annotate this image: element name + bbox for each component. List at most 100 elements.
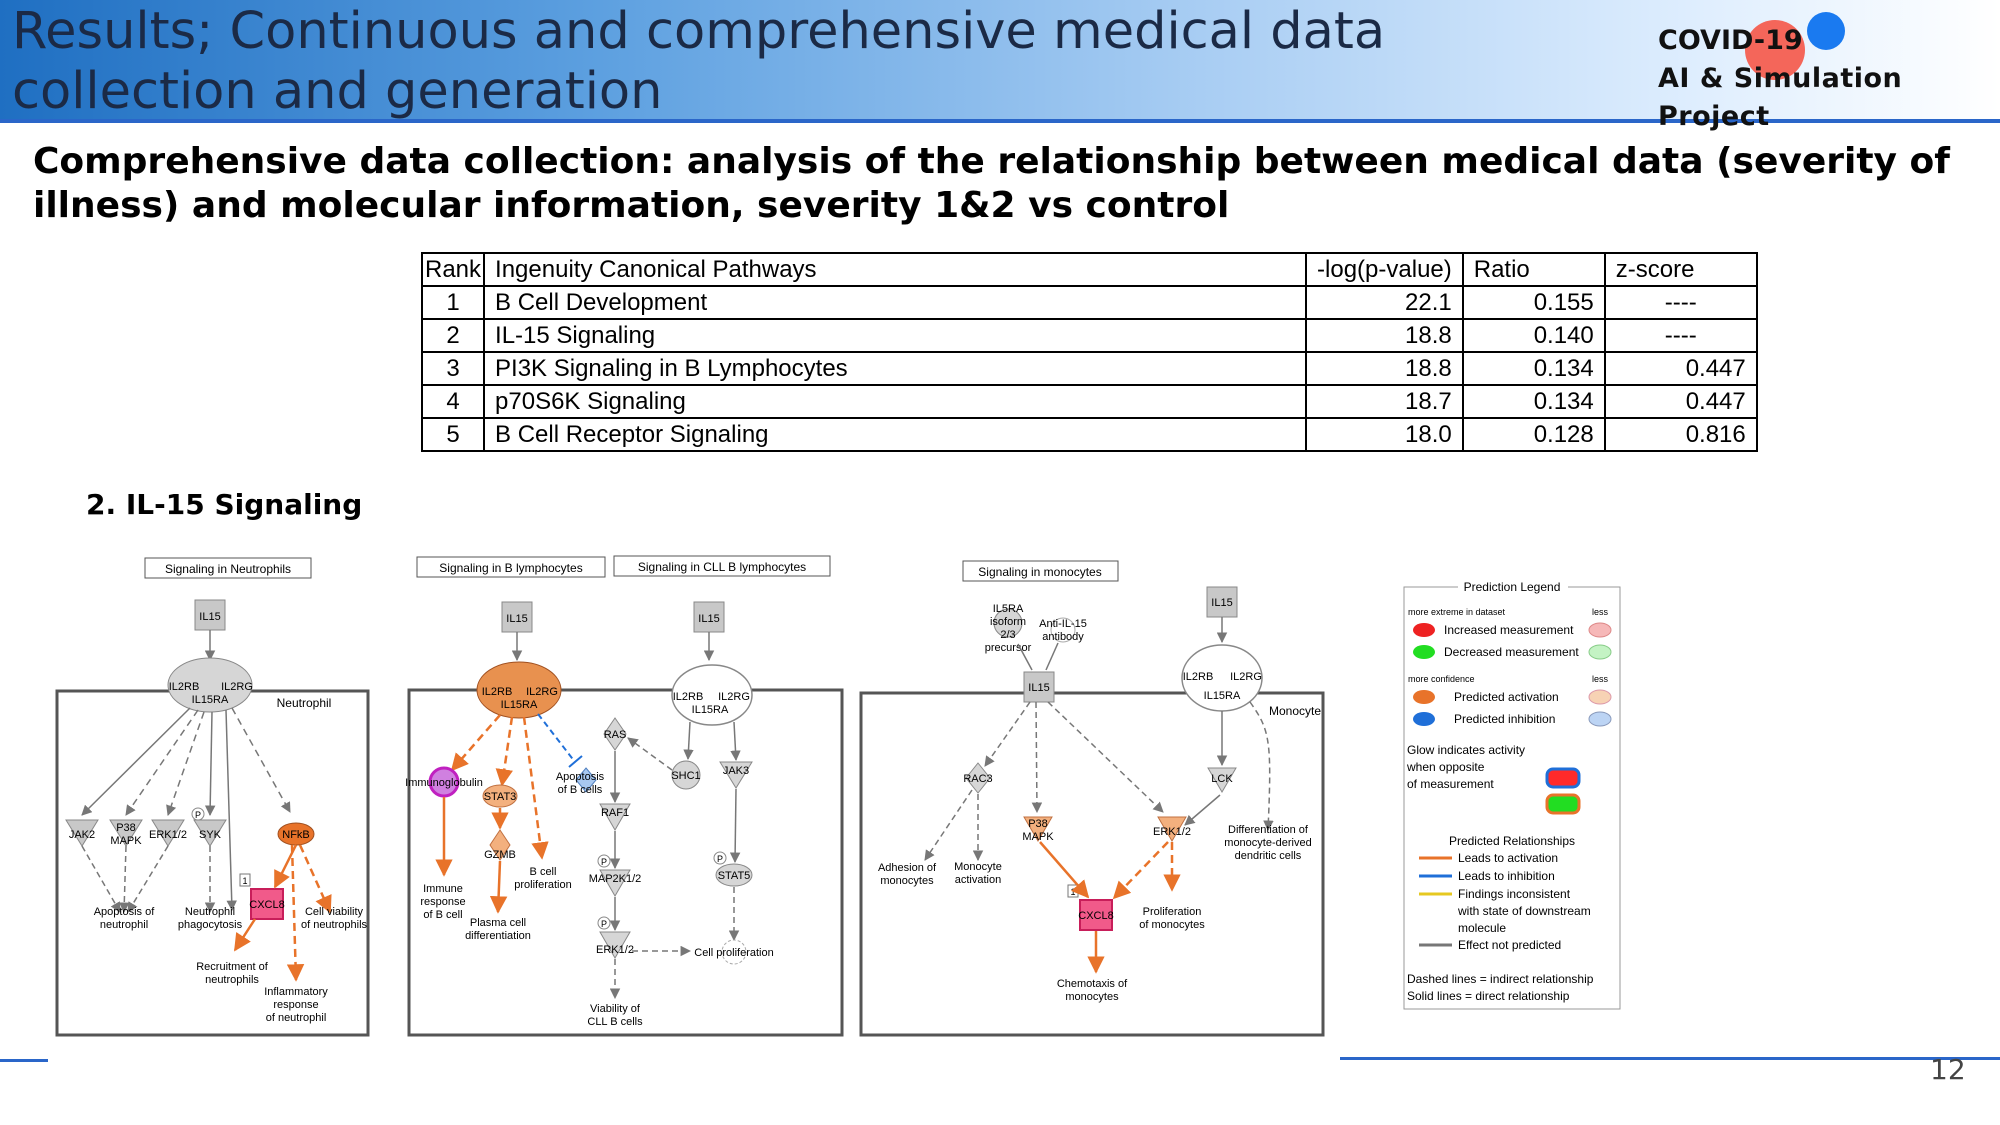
neutrophil-out-4a: Recruitment of — [196, 961, 268, 973]
legend-glow-2: when opposite — [1406, 760, 1485, 774]
node-gzmb: GZMB — [484, 849, 516, 861]
cell-rank: 2 — [420, 318, 486, 353]
neutrophil-receptor-b: IL2RG — [221, 681, 253, 693]
b-lymphocyte-diagram: Signaling in B lymphocytes Signaling in … — [405, 555, 844, 1037]
cell-logp: 18.8 — [1305, 351, 1464, 386]
node-p38: P38 — [116, 822, 136, 834]
neutrophil-receptor-node — [167, 657, 253, 713]
edge — [495, 716, 514, 787]
b-lymph-il15-node — [501, 601, 533, 633]
legend-less-1: less — [1592, 607, 1609, 617]
node-p-cll-1: P — [601, 857, 607, 867]
legend-findings-2: with state of downstream — [1457, 904, 1591, 918]
monocyte-il15b-text: IL15 — [1211, 597, 1232, 609]
monocyte-cell-box — [859, 691, 1325, 1037]
mono-out-1b: monocytes — [880, 875, 934, 887]
decreased-light-swatch — [1588, 644, 1612, 660]
edge — [683, 721, 694, 761]
inhibition-edge — [537, 713, 576, 763]
b-out-2b: proliferation — [514, 879, 571, 891]
p38-mono-node — [1023, 816, 1053, 842]
node-stat5: STAT5 — [718, 870, 751, 882]
node-mapk-mono: MAPK — [1022, 831, 1054, 843]
cell-pathway: PI3K Signaling in B Lymphocytes — [483, 351, 1308, 386]
edge — [984, 701, 1031, 767]
edge — [489, 860, 508, 914]
edge — [166, 711, 205, 816]
stat3-node — [482, 784, 518, 808]
monocyte-il15-node — [1023, 671, 1055, 703]
cell-zscore: ---- — [1603, 318, 1758, 353]
node-ras: RAS — [604, 729, 627, 741]
table-header-row: Rank Ingenuity Canonical Pathways -log(p… — [420, 252, 1758, 287]
table-row: 2 IL-15 Signaling 18.8 0.140 ---- — [420, 318, 1758, 353]
pathway-diagrams: Signaling in Neutrophils Neutrophil IL15… — [55, 555, 1621, 1037]
node-23: 2/3 — [1000, 629, 1015, 641]
neutrophil-out-1b: neutrophil — [100, 919, 148, 931]
apoptosis-b-node — [575, 767, 597, 793]
node-syk: SYK — [199, 829, 222, 841]
jak3-node — [719, 761, 753, 789]
neutrophil-diagram: Signaling in Neutrophils Neutrophil IL15… — [55, 557, 370, 1037]
legend-relationships: Predicted Relationships — [1449, 834, 1575, 848]
b-lymph-cell-box — [407, 688, 844, 1037]
node-mapk: MAPK — [110, 835, 142, 847]
node-count: 1 — [242, 876, 247, 886]
increased-swatch — [1413, 623, 1435, 637]
cell-zscore: ---- — [1603, 285, 1758, 320]
legend-less-2: less — [1592, 674, 1609, 684]
increased-light-swatch — [1588, 622, 1612, 638]
map2k-node — [599, 869, 631, 898]
edge — [119, 845, 130, 914]
neutrophil-out-5b: response — [273, 999, 318, 1011]
mono-out-2b: activation — [955, 874, 1001, 886]
edge — [1249, 701, 1274, 832]
slide-title: Results; Continuous and comprehensive me… — [12, 2, 1386, 121]
node-nfkb: NFkB — [282, 829, 310, 841]
neutrophil-label-box — [144, 557, 312, 579]
activation-light-swatch — [1588, 689, 1612, 705]
monocyte-label: Signaling in monocytes — [978, 565, 1101, 579]
ras-node — [603, 717, 627, 751]
cell-proliferation-node — [721, 939, 747, 965]
monocyte-receptor-a: IL2RB — [1183, 671, 1214, 683]
neutrophil-label: Signaling in Neutrophils — [165, 562, 291, 576]
node-map2k: MAP2K1/2 — [589, 873, 642, 885]
edge — [298, 844, 332, 914]
neutrophil-receptor-a: IL2RB — [169, 681, 200, 693]
glow-red-swatch — [1545, 767, 1581, 789]
phospho-marker — [191, 807, 205, 821]
node-lck: LCK — [1211, 773, 1233, 785]
b-lymph-receptor-b: IL2RG — [526, 686, 558, 698]
cll-out-1: Cell proliferation — [694, 947, 773, 959]
edge — [204, 711, 216, 817]
erk-cll-node — [599, 931, 631, 960]
node-stat3: STAT3 — [484, 791, 517, 803]
legend-more-extreme: more extreme in dataset — [1408, 607, 1506, 617]
immunoglobulin-node — [428, 766, 460, 798]
inhibition-swatch — [1413, 712, 1435, 726]
legend-pred-activation: Predicted activation — [1454, 690, 1559, 704]
cell-pathway: IL-15 Signaling — [483, 318, 1308, 353]
monocyte-receptor-c: IL15RA — [1204, 690, 1241, 702]
logo-orange-dot — [1745, 20, 1805, 80]
edge — [924, 789, 973, 861]
table-row: 4 p70S6K Signaling 18.7 0.134 0.447 — [420, 384, 1758, 419]
cll-label-box — [613, 555, 831, 577]
b-out-2a: B cell — [530, 866, 557, 878]
mono-out-2a: Monocyte — [954, 861, 1002, 873]
brand-line-1: COVID-19 — [1658, 25, 1803, 56]
node-p38-mono: P38 — [1028, 818, 1048, 830]
edge — [225, 709, 237, 912]
cell-ratio: 0.155 — [1461, 285, 1606, 320]
neutrophil-syk-node — [193, 819, 227, 847]
neutrophil-il15-text: IL15 — [199, 611, 220, 623]
legend-pred-inhibition: Predicted inhibition — [1454, 712, 1555, 726]
brand-line-2: AI & Simulation Project — [1658, 63, 1903, 132]
mono-out-5b: monocyte-derived — [1224, 837, 1311, 849]
node-erk-mono: ERK1/2 — [1153, 826, 1191, 838]
il5ra-node — [993, 608, 1023, 638]
rac3-node — [965, 762, 991, 794]
b-lymph-label: Signaling in B lymphocytes — [439, 561, 582, 575]
legend-solid: Solid lines = direct relationship — [1407, 989, 1570, 1003]
